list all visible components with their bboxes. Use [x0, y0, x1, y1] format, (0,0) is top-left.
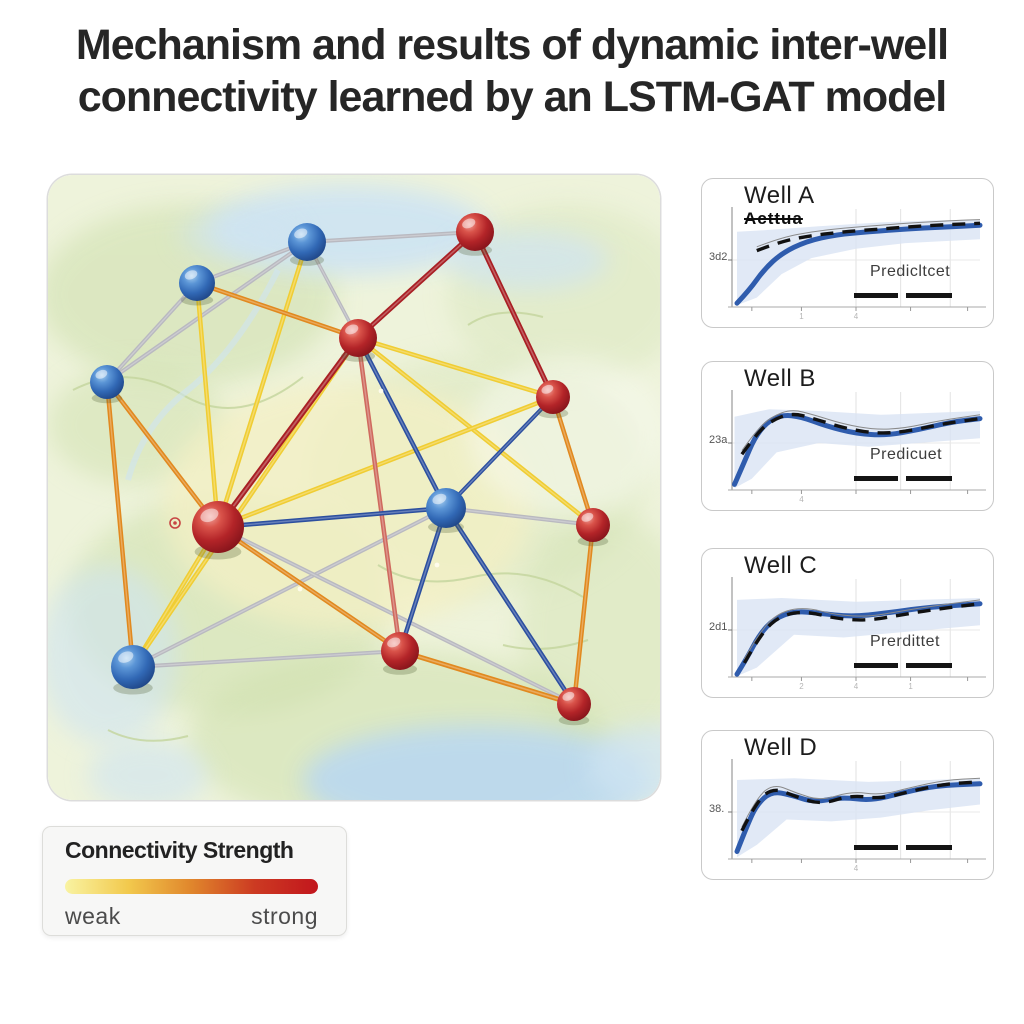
- predicted-dash: [906, 663, 952, 668]
- predicted-dash: [854, 663, 898, 668]
- well-a-actual-label: Acttua: [744, 209, 803, 228]
- svg-text:1: 1: [799, 312, 804, 321]
- well-b-chart-svg: 4: [728, 390, 986, 504]
- svg-text:4: 4: [799, 495, 804, 504]
- well-card-d: 4 Well D 38.: [701, 730, 994, 880]
- legend-endpoint-labels: weak strong: [65, 903, 318, 930]
- well-a-title: Well A: [744, 182, 815, 209]
- legend-gradient-bar: [65, 879, 318, 894]
- legend-card: Connectivity Strength weak strong: [42, 826, 347, 936]
- page-title-line1: Mechanism and results of dynamic inter-w…: [75, 21, 949, 69]
- well-b-predicted-label: Predicuet: [870, 446, 943, 463]
- predicted-dash: [906, 293, 952, 298]
- svg-text:1: 1: [908, 682, 913, 691]
- predicted-dash: [854, 293, 898, 298]
- well-a-predicted-label: Predicltcet: [870, 263, 951, 280]
- network-graph-svg: [48, 175, 660, 800]
- well-c-chart-svg: 2 4 1: [728, 577, 986, 691]
- map-panel: [48, 175, 660, 800]
- page-title-line2: connectivity learned by an LSTM-GAT mode…: [77, 72, 948, 121]
- svg-text:4: 4: [854, 682, 859, 691]
- predicted-dash: [854, 845, 898, 850]
- legend-weak-label: weak: [65, 903, 121, 929]
- svg-text:4: 4: [854, 312, 859, 321]
- predicted-dash: [906, 845, 952, 850]
- well-c-title: Well C: [744, 552, 818, 579]
- legend-strong-label: strong: [251, 903, 318, 929]
- well-d-ytick-label: 38.: [709, 803, 725, 815]
- well-b-title: Well B: [744, 365, 816, 392]
- svg-text:2: 2: [799, 682, 804, 691]
- well-c-ytick-label: 2d1: [709, 621, 728, 633]
- well-a-ytick-label: 3d2: [709, 251, 728, 263]
- well-card-c: 2 4 1 Well C Prerdittet 2d1: [701, 548, 994, 698]
- page-title: Mechanism and results of dynamic inter-w…: [0, 20, 1024, 123]
- well-d-title: Well D: [744, 734, 818, 761]
- predicted-dash: [906, 476, 952, 481]
- well-d-chart-svg: 4: [728, 759, 986, 873]
- well-b-ytick-label: 23a: [709, 434, 728, 446]
- predicted-dash: [854, 476, 898, 481]
- legend-title: Connectivity Strength: [65, 837, 294, 863]
- well-c-predicted-label: Prerdittet: [870, 633, 940, 650]
- well-card-b: 4 Well B Predicuet 23a: [701, 361, 994, 511]
- svg-text:4: 4: [854, 864, 859, 873]
